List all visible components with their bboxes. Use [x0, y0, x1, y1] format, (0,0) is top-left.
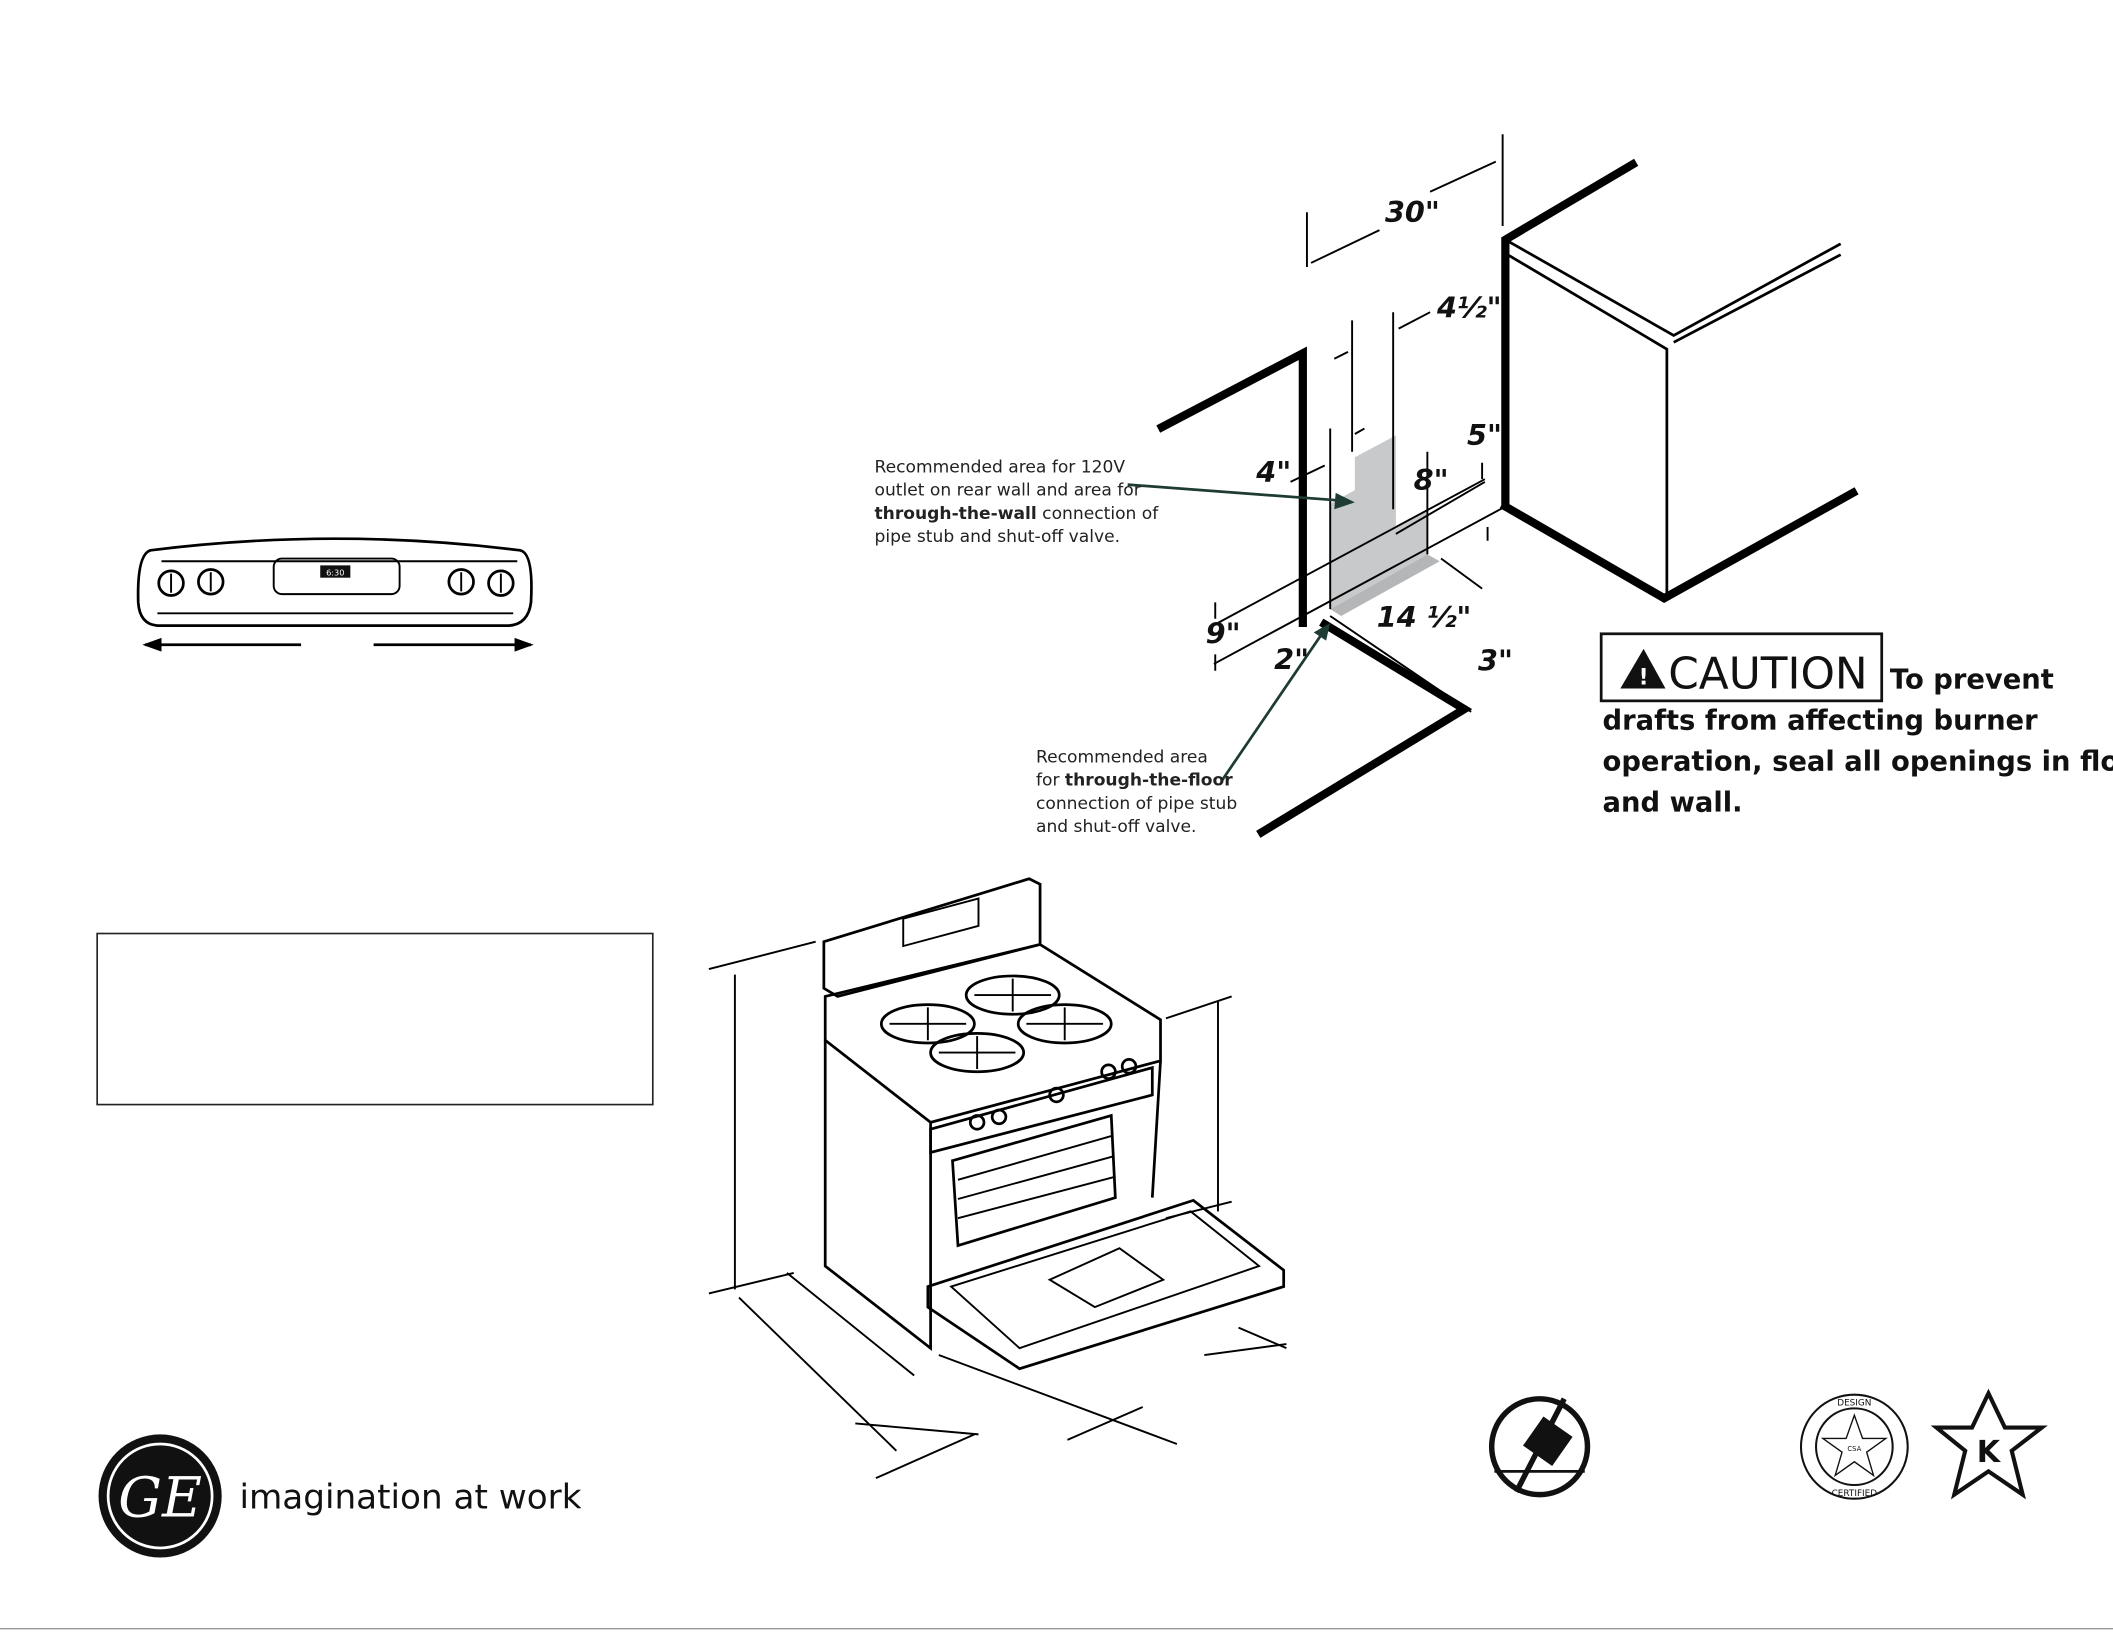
caution-line: operation, seal all openings in floor: [1603, 747, 2113, 778]
ge-logo: GE imagination at work: [98, 1434, 582, 1558]
wall-connection-callout: Recommended area for 120V outlet on rear…: [874, 457, 1163, 547]
seal-center-text: CSA: [1847, 1445, 1861, 1453]
empty-text-box: [96, 932, 654, 1106]
warning-triangle-icon: [1620, 648, 1666, 689]
clock-display: [320, 565, 351, 578]
installation-diagram: 30" 4½" 5" 4" 8" 9" 2" 14 ½" 3" Recommen…: [874, 134, 1859, 838]
dim-4-half: 4½": [1436, 291, 1502, 325]
svg-text:!: !: [1639, 665, 1649, 690]
floor-connection-area: [1330, 554, 1440, 617]
anti-tip-icon: [1488, 1396, 1591, 1498]
width-arrow: [142, 637, 534, 652]
dim-2: 2": [1274, 642, 1309, 676]
logo-tagline: imagination at work: [239, 1477, 581, 1517]
ge-monogram: GE: [118, 1465, 202, 1529]
caution-line: drafts from affecting burner: [1603, 706, 2039, 737]
caution-notice: ! CAUTION To prevent drafts from affecti…: [1599, 632, 2113, 819]
dim-4: 4": [1255, 455, 1291, 489]
dim-5: 5": [1467, 418, 1502, 452]
kosher-star-k-icon: K: [1930, 1388, 2048, 1500]
star-k-letter: K: [1977, 1435, 2002, 1470]
oven-knobs: [968, 1058, 1138, 1131]
dim-8: 8": [1414, 463, 1449, 497]
dim-3: 3": [1478, 644, 1513, 678]
caution-lead: To prevent: [1890, 665, 2054, 696]
control-knobs: [157, 568, 515, 597]
dimension-lines: [708, 940, 1287, 1480]
clock-time: 6:30: [326, 568, 344, 578]
dim-30: 30": [1385, 195, 1440, 229]
seal-top-text: DESIGN: [1837, 1399, 1871, 1409]
caution-line: and wall.: [1603, 788, 1743, 819]
control-panel-illustration: 6:30: [136, 537, 534, 652]
seal-bottom-text: CERTIFIED: [1832, 1489, 1878, 1499]
caution-label: CAUTION: [1668, 649, 1867, 700]
dim-9: 9": [1206, 616, 1241, 650]
dim-14-half: 14 ½": [1377, 600, 1472, 634]
burner-grates: [879, 974, 1113, 1074]
design-certified-seal: DESIGN CERTIFIED CSA: [1799, 1393, 1909, 1500]
wall-connection-area: [1330, 435, 1428, 610]
floor-connection-callout: Recommended area for through-the-floor c…: [1036, 747, 1243, 837]
range-illustration: [708, 877, 1287, 1480]
